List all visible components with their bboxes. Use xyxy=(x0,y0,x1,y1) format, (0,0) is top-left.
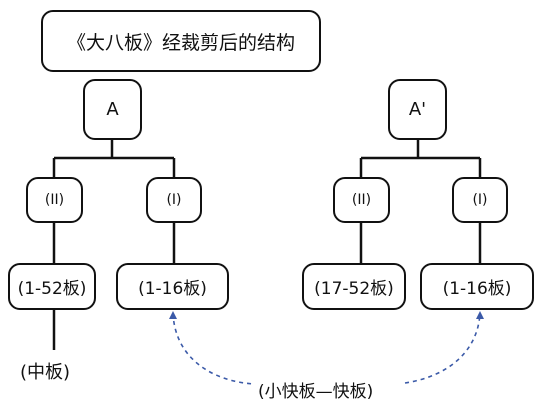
node-a-prime: A' xyxy=(388,79,447,140)
node-1-16-left: (1-16板) xyxy=(116,263,229,310)
arrowhead-left xyxy=(169,311,177,319)
node-1-16-right: (1-16板) xyxy=(420,263,534,310)
label-mid-board: (中板) xyxy=(20,362,71,383)
dashed-link-right xyxy=(404,312,481,384)
node-a: A xyxy=(83,79,142,140)
node-ii-right: (II) xyxy=(333,177,390,223)
arrowhead-right xyxy=(476,311,484,319)
node-1-52: (1-52板) xyxy=(8,263,96,310)
node-ii-left: (II) xyxy=(26,177,83,223)
node-17-52: (17-52板) xyxy=(302,263,406,310)
label-link: (小快板—快板) xyxy=(258,382,374,402)
node-i-right: (I) xyxy=(452,177,508,223)
dashed-link-left xyxy=(172,312,256,385)
title-box: 《大八板》经裁剪后的结构 xyxy=(41,10,321,72)
node-i-left: (I) xyxy=(146,177,202,223)
